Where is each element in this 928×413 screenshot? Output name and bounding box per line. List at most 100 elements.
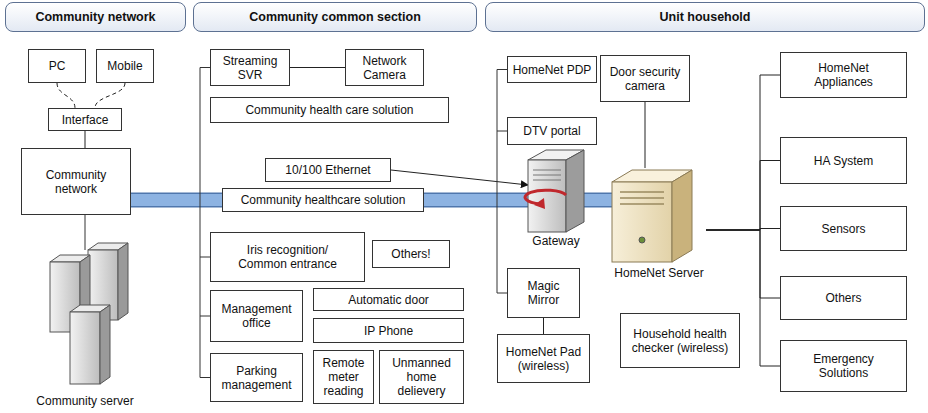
- component-label: HomeNet Appliances: [804, 61, 884, 89]
- panel-header: Community network: [5, 2, 186, 32]
- gateway-swirl: [525, 190, 566, 204]
- connector-line: [706, 75, 780, 230]
- gateway-slots: [533, 170, 561, 180]
- component-label: IP Phone: [364, 324, 413, 338]
- gateway-icon: [525, 150, 584, 232]
- component-label: Iris recognition/ Common entrance: [232, 243, 344, 271]
- network-band: [584, 200, 612, 201]
- connector: [706, 230, 780, 298]
- server-side: [672, 170, 692, 262]
- component-label: DTV portal: [523, 124, 580, 138]
- connector: [57, 83, 75, 108]
- device-icon: Gateway: [528, 150, 584, 248]
- device-icon: HomeNet Server: [612, 168, 706, 280]
- component-box: Iris recognition/ Common entrance: [210, 232, 365, 282]
- component-label: Interface: [62, 113, 109, 127]
- tower-front: [70, 312, 100, 384]
- server-front: [612, 182, 672, 262]
- panel-header: Unit household: [485, 2, 925, 32]
- component-label: Gateway: [532, 234, 579, 248]
- component-label: Others!: [391, 247, 430, 261]
- component-box: Remote meter reading: [313, 350, 374, 404]
- component-box: Community network: [21, 148, 131, 215]
- component-label: Streaming SVR: [215, 54, 285, 82]
- component-label: Mobile: [107, 59, 142, 73]
- dashed-link: [57, 83, 75, 108]
- connector-line: [85, 131, 86, 148]
- server-stack: [50, 243, 128, 384]
- connector: [706, 161, 780, 231]
- component-box: Others!: [372, 240, 450, 268]
- gateway-swirl-head: [534, 198, 545, 209]
- component-label: Door security camera: [605, 65, 685, 93]
- connector-line: [290, 67, 345, 68]
- server-wire: [85, 215, 86, 250]
- component-label: Others: [825, 291, 861, 305]
- band-outline: [584, 193, 612, 208]
- component-box: PC: [28, 49, 86, 83]
- component-box: Household health checker (wireless): [620, 313, 740, 368]
- component-label: Emergency Solutions: [804, 352, 884, 380]
- component-box: Community health care solution: [210, 97, 449, 123]
- component-box: DTV portal: [507, 117, 597, 145]
- connector: [543, 318, 544, 334]
- connector-line: [706, 161, 780, 231]
- tower-side: [100, 305, 110, 384]
- component-label: Household health checker (wireless): [625, 327, 735, 355]
- component-box: HomeNet Appliances: [780, 52, 907, 98]
- component-box: Parking management: [210, 353, 303, 402]
- component-label: HA System: [814, 154, 873, 168]
- connector: [85, 131, 86, 148]
- panel-header: Community common section: [193, 2, 477, 32]
- component-box: IP Phone: [313, 318, 464, 343]
- connector: [290, 67, 345, 68]
- connector-line: [706, 230, 780, 298]
- component-box: Emergency Solutions: [780, 340, 907, 392]
- component-label: Management office: [215, 302, 298, 330]
- component-label: Magic Mirror: [512, 279, 575, 307]
- component-label: Network Camera: [350, 54, 419, 82]
- section-title: Community common section: [249, 10, 421, 24]
- component-label: Automatic door: [348, 293, 429, 307]
- component-label: HomeNet Server: [614, 266, 703, 280]
- figure-caption-label: Community server: [20, 394, 150, 408]
- connector-line: [645, 102, 646, 168]
- connector: [391, 170, 528, 185]
- connector: [706, 75, 780, 230]
- component-box: HomeNet PDP: [507, 56, 597, 83]
- component-box: Network Camera: [345, 49, 424, 86]
- component-label: Remote meter reading: [318, 356, 369, 398]
- component-box: HA System: [780, 137, 907, 184]
- component-box: Community healthcare solution: [222, 188, 424, 212]
- component-box: Others: [780, 276, 907, 320]
- section-title: Unit household: [660, 10, 751, 24]
- component-label: 10/100 Ethernet: [285, 163, 370, 177]
- server-tower: [70, 305, 110, 384]
- section-panel: Community common sectionStreaming SVR Net…: [193, 2, 477, 412]
- section-title: Community network: [35, 10, 155, 24]
- component-box: Unmanned home delievery: [379, 350, 464, 404]
- component-box: Door security camera: [600, 55, 690, 102]
- component-box: Management office: [210, 290, 303, 342]
- gateway-side: [566, 150, 584, 232]
- tower-side: [118, 243, 128, 320]
- server-slots: [620, 192, 664, 204]
- common-backbone: [200, 68, 210, 378]
- connector: [645, 102, 646, 168]
- homenet-server-icon: [612, 170, 692, 262]
- component-label: HomeNet PDP: [513, 63, 592, 77]
- dashed-link: [95, 83, 125, 108]
- server-button: [639, 237, 645, 243]
- component-box: Mobile: [96, 49, 154, 83]
- component-label: PC: [49, 59, 66, 73]
- component-label: Unmanned home delievery: [384, 356, 459, 398]
- band-fill: [131, 194, 528, 206]
- section-panel: Unit householdHomeNet PDP Door security c…: [485, 2, 925, 412]
- component-box: Automatic door: [313, 288, 464, 311]
- connector: [95, 83, 125, 108]
- component-box: Streaming SVR: [210, 49, 290, 86]
- component-box: Interface: [48, 108, 122, 131]
- panel-ground: [5, 40, 186, 412]
- component-label: HomeNet Pad (wireless): [502, 345, 585, 373]
- component-box: Magic Mirror: [507, 268, 580, 318]
